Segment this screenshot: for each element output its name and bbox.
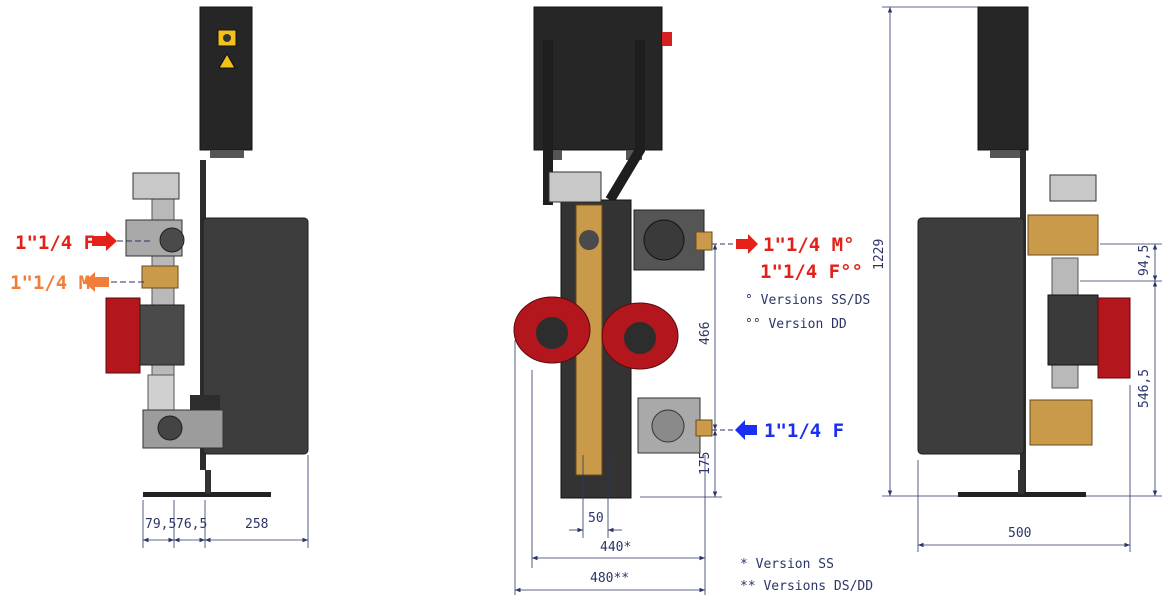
dim-258: 258 — [245, 517, 268, 532]
dim-79-5: 79,5 — [145, 517, 176, 532]
dim-500: 500 — [1008, 526, 1031, 541]
center-bottom-label: 1"1/4 F — [764, 420, 844, 442]
dim-94-5: 94,5 — [1137, 245, 1152, 276]
footnote-ds-dd: ** Versions DS/DD — [740, 579, 873, 594]
dim-175: 175 — [698, 452, 713, 475]
dim-1229: 1229 — [872, 239, 887, 270]
dim-50: 50 — [588, 511, 604, 526]
center-dimensions: 466 175 50 440* 480** — [514, 244, 722, 595]
left-pump — [105, 297, 141, 374]
left-control-box — [199, 6, 253, 151]
dim-466: 466 — [698, 322, 713, 345]
left-heat-exchanger — [202, 217, 309, 455]
center-top-arrow-icon — [736, 234, 758, 254]
right-control-box — [977, 6, 1029, 151]
dim-440: 440* — [600, 540, 631, 555]
left-dimensions: 79,5 76,5 258 — [142, 455, 309, 548]
right-view — [917, 6, 1131, 497]
note-dd: °° Version DD — [745, 317, 847, 332]
dim-76-5: 76,5 — [176, 517, 207, 532]
right-heat-exchanger — [917, 217, 1025, 455]
warning-triangle-icon — [218, 52, 236, 69]
left-inlet-arrow-icon — [92, 231, 117, 251]
note-ss-ds: ° Versions SS/DS — [745, 293, 870, 308]
center-top-label: 1"1/4 M° — [763, 234, 855, 256]
left-base-foot — [143, 492, 271, 497]
left-outlet-label: 1"1/4 M — [10, 272, 90, 294]
left-view — [105, 6, 309, 497]
right-dimensions: 1229 94,5 546,5 500 — [872, 6, 1162, 552]
center-view — [513, 6, 713, 499]
center-bottom-arrow-icon — [735, 420, 757, 440]
center-mid-label: 1"1/4 F°° — [760, 261, 863, 283]
dim-480: 480** — [590, 571, 629, 586]
right-pump — [1097, 297, 1131, 379]
dim-546-5: 546,5 — [1137, 369, 1152, 408]
left-inlet-label: 1"1/4 F — [15, 232, 95, 254]
footnote-ss: * Version SS — [740, 557, 834, 572]
left-outlet-arrow-icon — [84, 272, 109, 292]
